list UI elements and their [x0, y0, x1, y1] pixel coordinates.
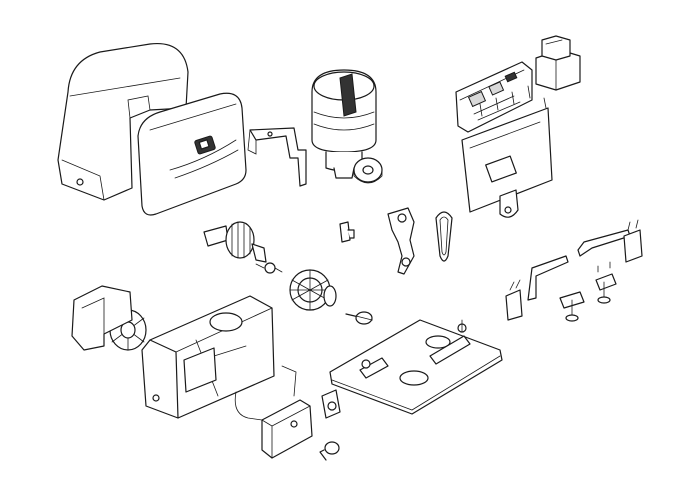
motor-cover-icon — [57, 42, 189, 201]
electric-motor-icon — [311, 69, 377, 179]
transformer-icon — [535, 35, 581, 91]
cable-gland-icon — [339, 221, 355, 243]
chain-loop-icon — [435, 211, 453, 262]
gear-cover-icon — [71, 285, 133, 351]
key-icon — [319, 441, 340, 461]
gear-wheel-icon — [289, 269, 337, 311]
limit-switch-bracket-icon — [505, 219, 643, 321]
motor-cover-front-icon — [137, 92, 247, 216]
release-lever-icon — [387, 207, 415, 275]
foundation-plate-icon — [329, 319, 503, 415]
spring-pin-icon — [345, 311, 373, 325]
washer-stack-icon — [353, 157, 383, 184]
worm-shaft-icon — [203, 221, 267, 263]
anchor-bolt-icon — [559, 261, 617, 322]
lock-cylinder-icon — [321, 389, 341, 419]
circuit-board-icon — [455, 61, 533, 133]
board-mounting-plate-icon — [461, 85, 553, 218]
access-panel-icon — [234, 365, 313, 459]
mounting-bracket-icon — [247, 127, 307, 187]
gearbox-housing-icon — [141, 295, 275, 419]
clip-icon — [255, 262, 283, 274]
